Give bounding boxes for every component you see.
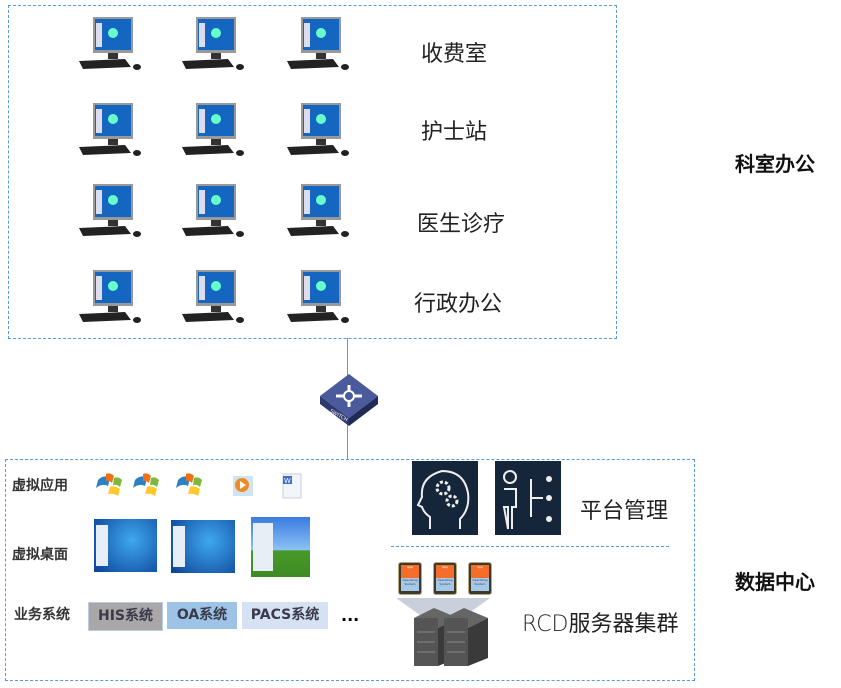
vm-os: Operating System xyxy=(436,578,454,591)
office-title: 科室办公 xyxy=(735,152,815,176)
row-label-admin: 行政办公 xyxy=(414,292,503,317)
switch-icon: SWITCH xyxy=(320,374,378,426)
computer-icon xyxy=(178,268,250,326)
windows-app-icon xyxy=(176,473,202,496)
svg-text:W: W xyxy=(284,477,291,485)
row-label-billing: 收费室 xyxy=(421,42,488,67)
computer-icon xyxy=(178,182,250,240)
oa-system-button[interactable]: OA系统 xyxy=(167,602,237,629)
computer-icon xyxy=(283,101,355,159)
server-cluster-label: RCD服务器集群 xyxy=(522,612,679,637)
windows-app-icon xyxy=(96,473,122,496)
server-cluster-icon xyxy=(396,598,490,666)
virtual-desktop-thumbnail xyxy=(251,517,310,577)
divider xyxy=(391,546,669,547)
business-systems-label: 业务系统 xyxy=(14,607,70,623)
media-player-icon xyxy=(233,476,253,496)
computer-icon xyxy=(283,15,355,73)
computer-icon xyxy=(283,182,355,240)
his-system-button[interactable]: HIS系统 xyxy=(88,602,163,631)
virtual-desktop-thumbnail xyxy=(94,519,157,572)
computer-icon xyxy=(75,268,147,326)
computer-icon xyxy=(178,15,250,73)
computer-icon xyxy=(75,15,147,73)
datacenter-area xyxy=(5,459,695,681)
virtual-desktop-thumbnail xyxy=(171,520,235,573)
computer-icon xyxy=(75,101,147,159)
vm-app: App xyxy=(436,565,454,578)
computer-icon xyxy=(75,182,147,240)
vm-os: Operating System xyxy=(471,578,489,591)
row-label-doctor: 医生诊疗 xyxy=(417,212,506,237)
office-area xyxy=(8,5,617,339)
pacs-system-button[interactable]: PACS系统 xyxy=(242,602,328,629)
more-ellipsis: ... xyxy=(341,606,360,625)
computer-icon xyxy=(178,101,250,159)
virtual-apps-label: 虚拟应用 xyxy=(12,478,68,494)
computer-icon xyxy=(283,268,355,326)
word-document-icon: W xyxy=(282,473,302,499)
platform-management-label: 平台管理 xyxy=(580,499,669,524)
vm-os: Operating System xyxy=(401,578,419,591)
vm-app: App xyxy=(401,565,419,578)
windows-app-icon xyxy=(133,473,159,496)
vm-app: App xyxy=(471,565,489,578)
row-label-nurse: 护士站 xyxy=(421,120,488,145)
virtual-desktop-label: 虚拟桌面 xyxy=(12,547,68,563)
user-management-icon xyxy=(495,461,561,535)
datacenter-title: 数据中心 xyxy=(735,570,815,594)
ai-brain-icon xyxy=(412,461,478,535)
